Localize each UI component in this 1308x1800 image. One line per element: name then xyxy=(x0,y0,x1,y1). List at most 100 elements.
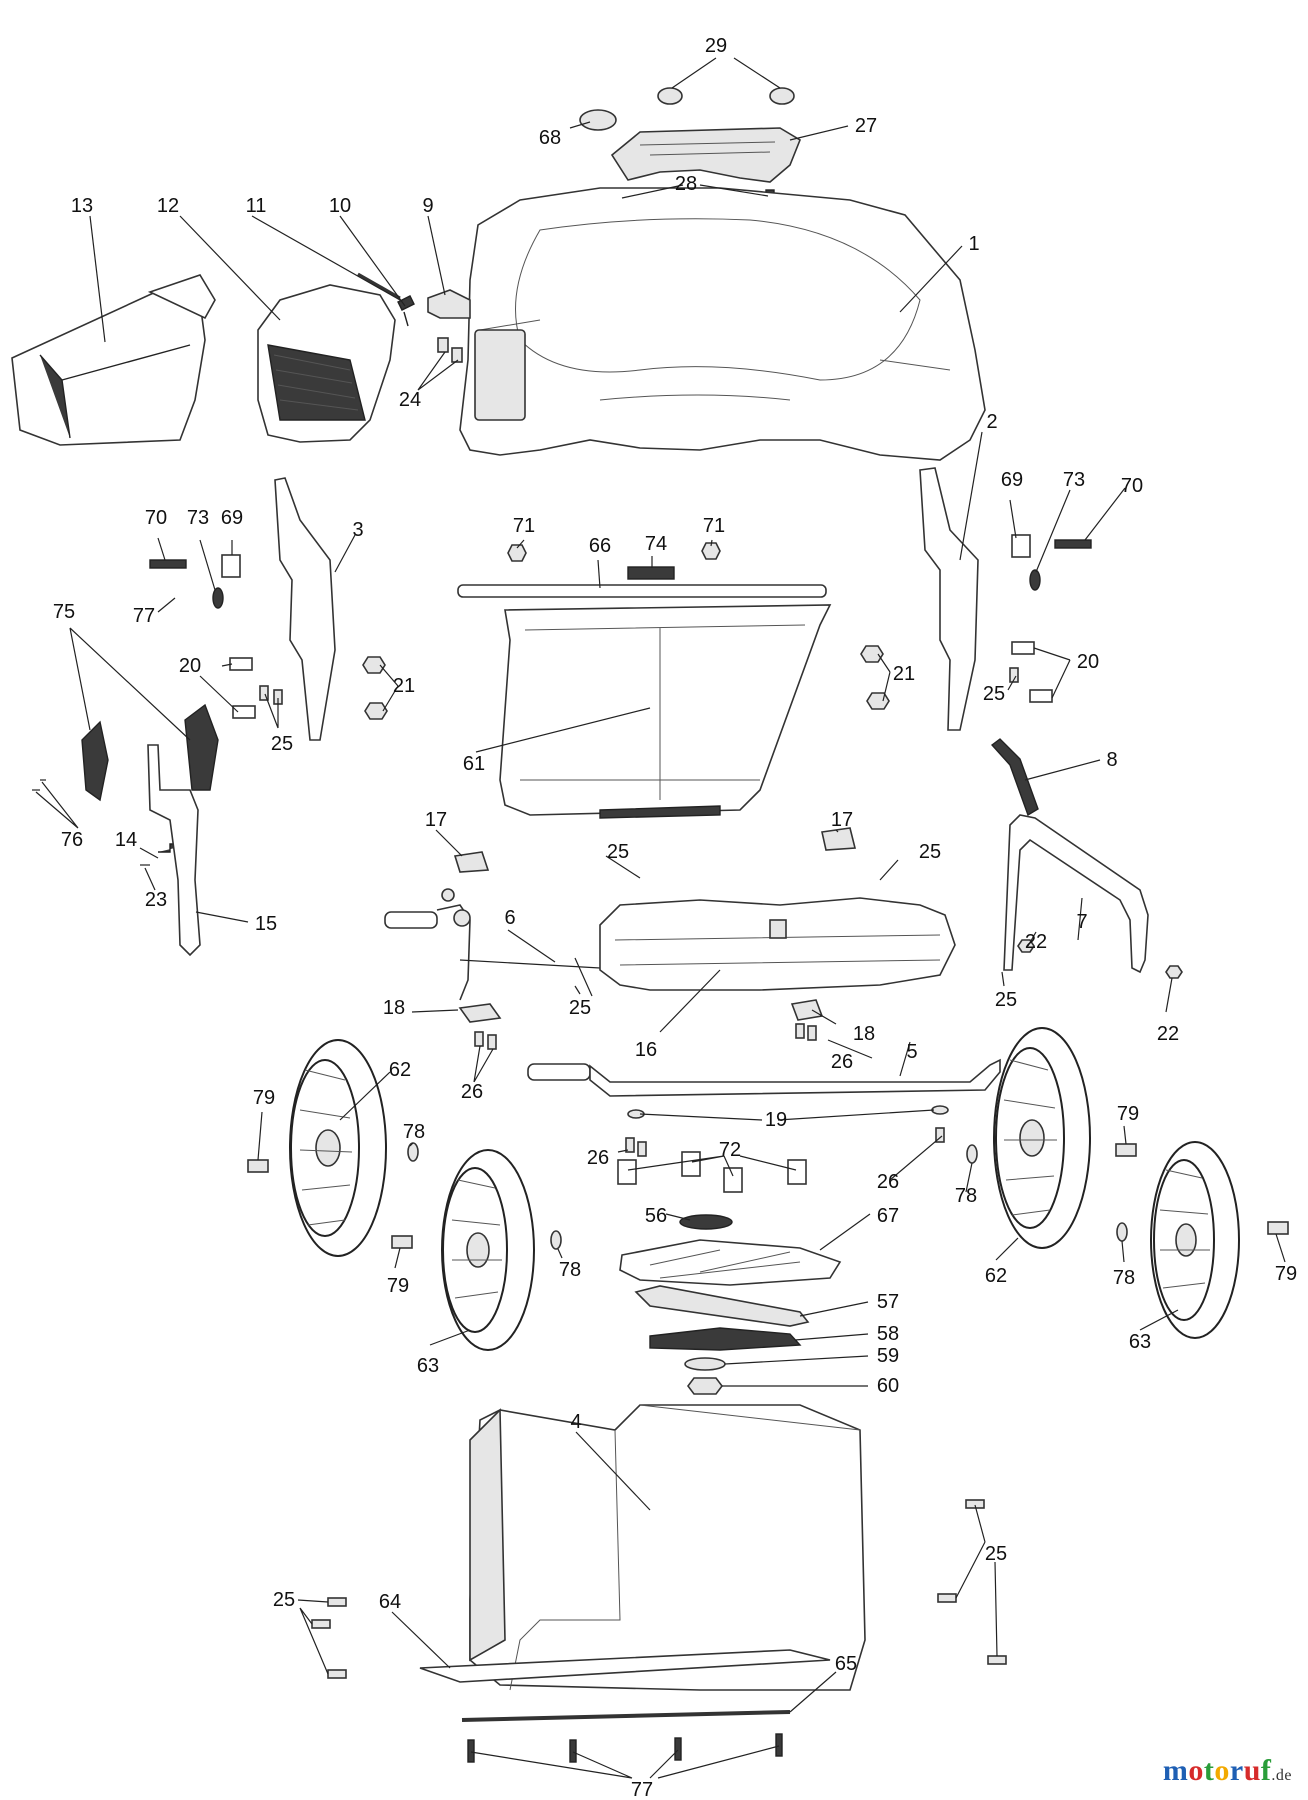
watermark-letter: t xyxy=(1203,1754,1215,1787)
callout-18-right: 18 xyxy=(853,1023,875,1045)
callout-24: 24 xyxy=(399,389,421,411)
callout-62-left: 62 xyxy=(389,1059,411,1081)
callout-9: 9 xyxy=(422,195,433,217)
part-27-handle-grip xyxy=(610,127,801,183)
callout-77-bottom: 77 xyxy=(631,1779,653,1800)
callout-5: 5 xyxy=(906,1041,917,1063)
callout-70-right: 70 xyxy=(1121,475,1143,497)
callout-25-mid-right: 25 xyxy=(919,841,941,863)
part-75-levers xyxy=(81,703,219,802)
callout-79-left-front: 79 xyxy=(387,1275,409,1297)
watermark-logo: motoruf.de xyxy=(1163,1754,1292,1788)
callout-66: 66 xyxy=(589,535,611,557)
callout-78-right-front: 78 xyxy=(1113,1267,1135,1289)
callout-58: 58 xyxy=(877,1323,899,1345)
part-26-bolts xyxy=(474,1023,945,1157)
part-3-left-plate xyxy=(274,477,336,741)
callout-16: 16 xyxy=(635,1039,657,1061)
part-58-blade xyxy=(649,1327,802,1351)
callout-70-left: 70 xyxy=(145,507,167,529)
part-77-screws xyxy=(467,1733,783,1763)
callout-68: 68 xyxy=(539,127,561,149)
callout-19: 19 xyxy=(765,1109,787,1131)
callout-63-right: 63 xyxy=(1129,1331,1151,1353)
callout-29: 29 xyxy=(705,35,727,57)
callout-74: 74 xyxy=(645,533,667,555)
callout-26-mid: 26 xyxy=(831,1051,853,1073)
callout-25-right-mid: 25 xyxy=(995,989,1017,1011)
callout-14: 14 xyxy=(115,829,137,851)
part-29-knobs xyxy=(657,87,795,105)
callout-69-left: 69 xyxy=(221,507,243,529)
part-74-spring xyxy=(627,566,675,580)
callout-72: 72 xyxy=(719,1139,741,1161)
callout-26-lower: 26 xyxy=(587,1147,609,1169)
callout-79-left-rear: 79 xyxy=(253,1087,275,1109)
part-79-wheel-bolts xyxy=(247,1143,1289,1249)
part-4-deck xyxy=(469,1404,866,1691)
part-56-adapter xyxy=(679,1214,733,1230)
callout-20-left: 20 xyxy=(179,655,201,677)
part-68-cap xyxy=(579,109,617,131)
part-72-spacers xyxy=(617,1151,807,1193)
part-19-clips xyxy=(627,1105,949,1119)
callout-64: 64 xyxy=(379,1591,401,1613)
callout-78-right-rear: 78 xyxy=(955,1185,977,1207)
callout-1: 1 xyxy=(968,233,979,255)
callout-76: 76 xyxy=(61,829,83,851)
callout-12: 12 xyxy=(157,195,179,217)
part-1-housing xyxy=(459,187,986,461)
callout-77-left: 77 xyxy=(133,605,155,627)
callout-56: 56 xyxy=(645,1205,667,1227)
part-18-clips xyxy=(458,999,824,1023)
watermark-letter: o xyxy=(1214,1754,1230,1787)
part-65-strip xyxy=(461,1710,791,1722)
part-66-rod xyxy=(457,584,827,598)
callout-69-right: 69 xyxy=(1001,469,1023,491)
callout-7: 7 xyxy=(1076,911,1087,933)
part-12-rear-flap xyxy=(257,284,396,443)
watermark-letter: m xyxy=(1162,1754,1189,1787)
watermark-letter: u xyxy=(1243,1754,1261,1787)
part-62-wheel-left xyxy=(289,1039,387,1257)
part-71-nuts xyxy=(507,542,721,562)
callout-26-left: 26 xyxy=(461,1081,483,1103)
part-16-front-frame xyxy=(599,897,956,991)
part-8-spring xyxy=(990,738,1039,817)
part-78-caps xyxy=(407,1142,1128,1250)
part-63-wheel-right-back xyxy=(1150,1141,1240,1339)
part-right-fasteners xyxy=(1011,534,1092,591)
callout-63-left: 63 xyxy=(417,1355,439,1377)
part-62-wheel-right xyxy=(993,1027,1091,1249)
part-5-rear-axle xyxy=(527,1058,1001,1097)
callout-79-right-front: 79 xyxy=(1275,1263,1297,1285)
callout-15: 15 xyxy=(255,913,277,935)
part-57-blade xyxy=(634,1285,810,1327)
callout-17-left: 17 xyxy=(425,809,447,831)
callout-11: 11 xyxy=(246,195,267,217)
part-24-bolts xyxy=(437,337,463,363)
callout-60: 60 xyxy=(877,1375,899,1397)
part-17-clips xyxy=(453,827,857,873)
leader-lines xyxy=(35,57,1286,1779)
callout-78-left-rear: 78 xyxy=(403,1121,425,1143)
callout-25-lower-left: 25 xyxy=(569,997,591,1019)
part-63-wheel-left-front xyxy=(441,1149,535,1351)
callout-13: 13 xyxy=(71,195,93,217)
part-13-grass-bag xyxy=(11,274,216,446)
part-76-pins xyxy=(32,779,46,791)
part-6-front-axle xyxy=(384,888,601,1001)
callout-27: 27 xyxy=(855,115,877,137)
part-64-plate xyxy=(419,1649,831,1683)
part-9-bracket xyxy=(427,289,471,319)
callout-18-left: 18 xyxy=(383,997,405,1019)
callout-67: 67 xyxy=(877,1205,899,1227)
callout-26-right: 26 xyxy=(877,1171,899,1193)
part-2-right-plate xyxy=(919,467,979,731)
watermark-suffix: .de xyxy=(1271,1767,1292,1784)
watermark-letter: o xyxy=(1188,1754,1204,1787)
part-59-washer xyxy=(684,1357,726,1371)
callout-22-lower: 22 xyxy=(1157,1023,1179,1045)
callout-17-right: 17 xyxy=(831,809,853,831)
callout-25-mid: 25 xyxy=(607,841,629,863)
